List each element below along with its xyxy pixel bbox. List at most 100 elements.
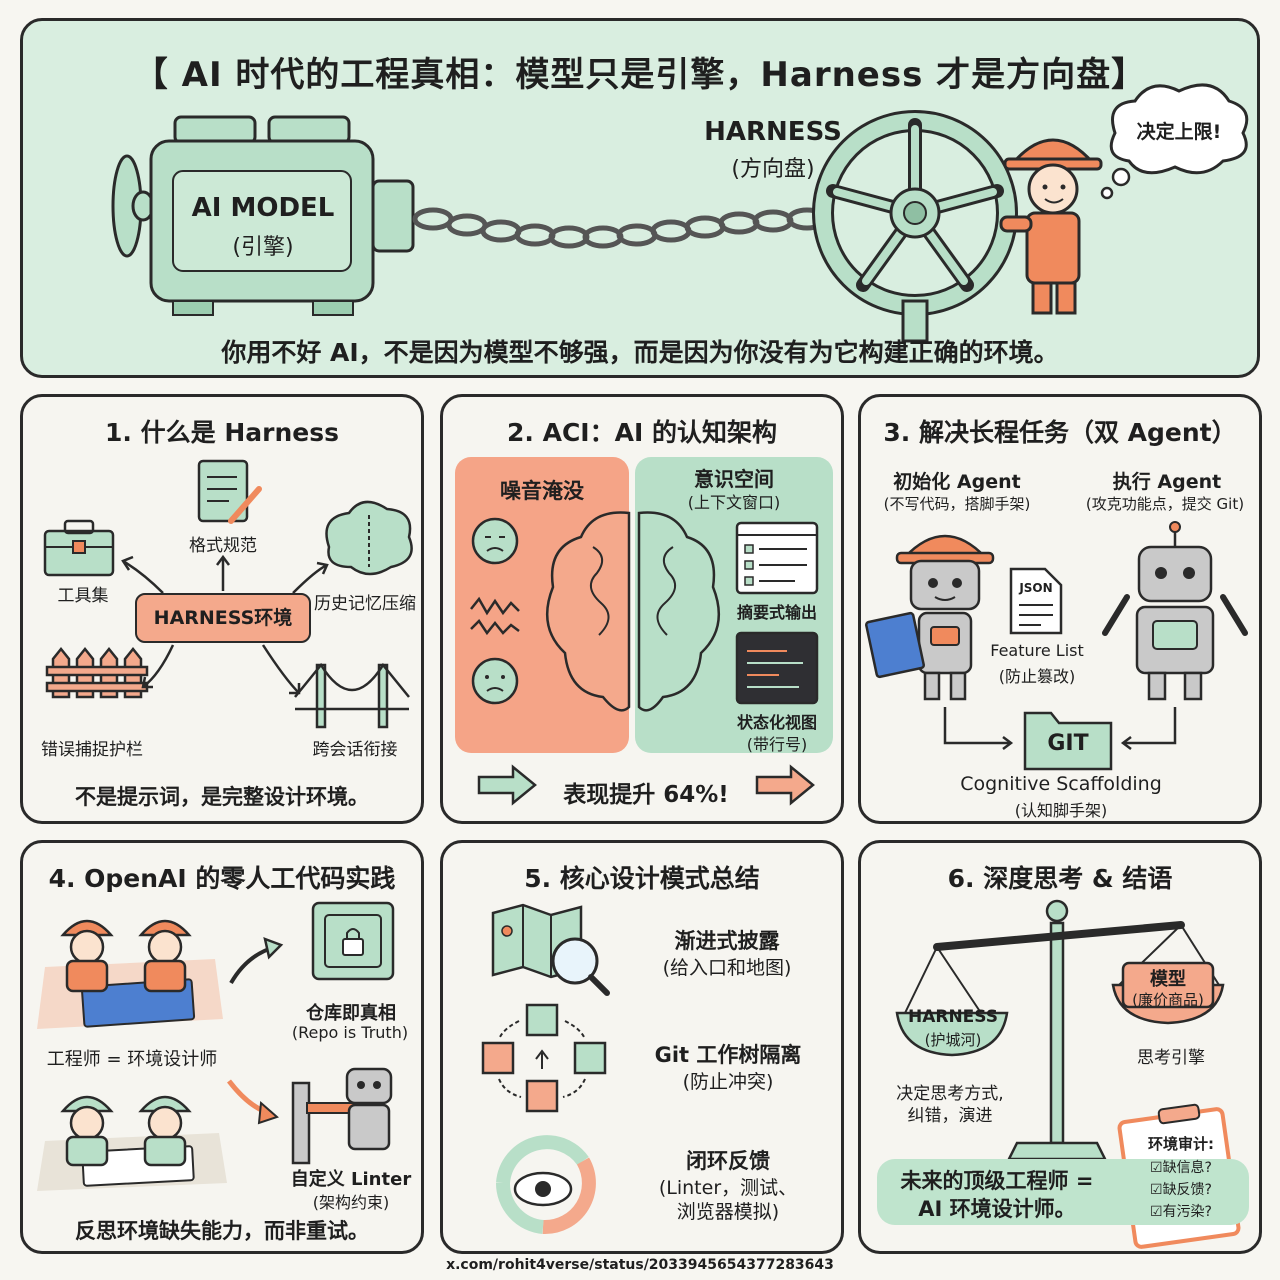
propeller-icon [111, 154, 155, 258]
arrow-down-icon [227, 1079, 279, 1125]
audit-item-1: ☑缺信息? [1133, 1157, 1229, 1177]
panel1-illustration [43, 459, 413, 729]
scaffold-label: Cognitive Scaffolding [960, 773, 1162, 795]
harness-env-chip: HARNESS环境 [135, 593, 311, 643]
audit-item-3: ☑有污染? [1133, 1201, 1229, 1221]
item-format: 格式规范 [189, 536, 257, 556]
left-desc: 决定思考方式, [896, 1084, 1004, 1104]
arrow-curve-icon [229, 937, 284, 985]
check-icon: ☑ [1150, 1160, 1163, 1176]
pattern1-label: 渐进式披露 [674, 929, 780, 953]
panel-design-patterns: 5. 核心设计模式总结 渐进式披露 (给 [440, 840, 844, 1254]
panel-title: 3. 解决长程任务（双 Agent） [883, 418, 1237, 447]
panel-title: 5. 核心设计模式总结 [524, 864, 760, 893]
state-label: 状态化视图 [736, 713, 817, 732]
feature-sub: (防止篡改) [998, 667, 1076, 686]
panel-aci: 2. ACI：AI 的认知架构 [440, 394, 844, 824]
feedback-loop-icon [495, 1135, 596, 1235]
repo-sub: (Repo is Truth) [291, 1023, 409, 1042]
noise-wave-icon [470, 596, 520, 636]
init-agent-sub: (不写代码，搭脚手架) [883, 495, 1031, 513]
bridge-icon [294, 662, 410, 729]
feature-label: Feature List [990, 641, 1084, 660]
hero-title: 【 AI 时代的工程真相：模型只是引擎，Harness 才是方向盘】 [133, 55, 1147, 95]
noise-label: 噪音淹没 [500, 479, 584, 503]
terminal-icon [735, 631, 819, 705]
document-icon [197, 459, 262, 524]
pattern3-label: 闭环反馈 [686, 1149, 770, 1173]
pattern3-sub: (Linter，测试、 [658, 1177, 798, 1199]
exec-agent-label: 执行 Agent [1112, 471, 1222, 493]
state-sub: (带行号) [746, 735, 808, 754]
audit-text: 缺信息? [1162, 1160, 1212, 1176]
panel-title: 4. OpenAI 的零人工代码实践 [48, 864, 396, 893]
engine-icon [149, 115, 415, 316]
thought-bubble-icon [1100, 83, 1249, 200]
harness-label: HARNESS [704, 117, 842, 147]
hero-illustration [111, 83, 1249, 343]
harness-sub: (方向盘) [731, 157, 815, 182]
hero-subtitle: 你用不好 AI，不是因为模型不够强，而是因为你没有为它构建正确的环境。 [221, 338, 1059, 367]
audit-item-2: ☑缺反馈? [1133, 1179, 1229, 1199]
audit-text: 缺反馈? [1162, 1182, 1212, 1198]
worker-icon [999, 138, 1103, 315]
init-agent-label: 初始化 Agent [893, 471, 1021, 493]
git-folder-icon [1023, 711, 1113, 771]
hero-panel: 【 AI 时代的工程真相：模型只是引擎，Harness 才是方向盘】 [20, 18, 1260, 378]
space-sub: (上下文窗口) [687, 493, 781, 512]
pattern3-sub2: 浏览器模拟) [676, 1201, 780, 1223]
panel1-footer: 不是提示词，是完整设计环境。 [75, 785, 369, 809]
left-desc2: 纠错，演进 [907, 1106, 993, 1126]
model-label: 模型 [1150, 969, 1186, 990]
panel4-illustration [37, 901, 395, 1191]
item-toolset: 工具集 [57, 586, 109, 606]
scaffold-sub: (认知脚手架) [1014, 801, 1108, 820]
model-sub: (廉价商品) [1132, 991, 1204, 1009]
exec-agent-sub: (攻克功能点，提交 Git) [1085, 495, 1245, 513]
pattern2-sub: (防止冲突) [682, 1071, 774, 1093]
toolbox-icon [43, 519, 115, 577]
brain-right-icon [637, 511, 721, 712]
audit-title: 环境审计: [1148, 1135, 1214, 1153]
panel-title: 6. 深度思考 & 结语 [947, 864, 1173, 893]
audit-text: 有污染? [1162, 1204, 1212, 1220]
panel-title: 2. ACI：AI 的认知架构 [507, 418, 777, 447]
linter-robot-icon [291, 1067, 393, 1165]
init-robot-icon [865, 534, 995, 701]
linter-label: 自定义 Linter [290, 1169, 412, 1190]
engineers-desk-icon [37, 1095, 227, 1191]
harness-pan-sub: (护城河) [924, 1031, 982, 1049]
panel-openai-practice: 4. OpenAI 的零人工代码实践 [20, 840, 424, 1254]
brain-icon [325, 500, 413, 576]
vault-icon [311, 901, 395, 981]
summary-window-icon [735, 521, 819, 595]
summary-label: 摘要式输出 [736, 603, 817, 622]
space-label: 意识空间 [694, 467, 774, 491]
balance-scale-icon [895, 899, 1225, 1161]
linter-sub: (架构约束) [312, 1193, 390, 1212]
engineers-planning-icon [37, 919, 223, 1029]
bubble-text: 决定上限! [1136, 121, 1222, 143]
future-box [877, 1159, 1249, 1225]
brain-left-icon [545, 511, 631, 712]
future-line1: 未来的顶级工程师 = [900, 1169, 1094, 1193]
engineer-label: 工程师 = 环境设计师 [46, 1049, 218, 1070]
panel2-footer: 表现提升 64%! [563, 782, 729, 808]
steering-wheel-icon [812, 110, 1018, 343]
worktree-cubes-icon [481, 1003, 607, 1113]
panel3-illustration [865, 521, 1248, 771]
map-search-icon [491, 903, 610, 996]
panel-what-is-harness: 1. 什么是 Harness [20, 394, 424, 824]
connector-arrows [121, 554, 329, 695]
fence-icon [45, 646, 149, 699]
panel-title: 1. 什么是 Harness [105, 418, 339, 447]
panel5-illustration [481, 903, 610, 1235]
check-icon: ☑ [1150, 1182, 1163, 1198]
engine-label: AI MODEL [191, 193, 335, 223]
arrow-right-icon [477, 764, 815, 806]
future-line2: AI 环境设计师。 [918, 1197, 1076, 1221]
panel2-illustration [470, 511, 819, 806]
pattern2-label: Git 工作树隔离 [654, 1043, 802, 1067]
item-memory: 历史记忆压缩 [314, 594, 416, 614]
pattern1-sub: (给入口和地图) [662, 957, 792, 979]
